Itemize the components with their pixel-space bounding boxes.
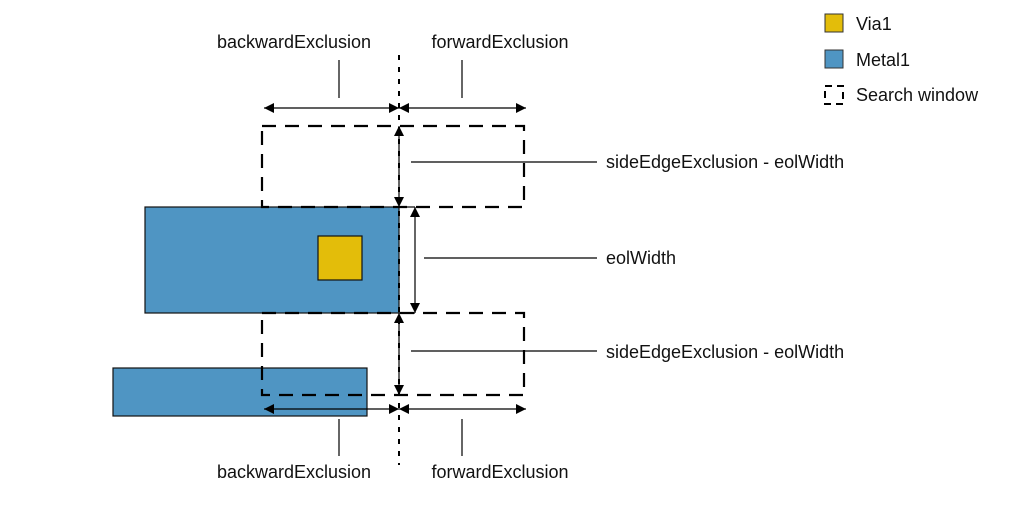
via1-shape [317, 235, 363, 281]
search-window-top [260, 124, 526, 209]
legend-search-window-label: Search window [856, 85, 979, 105]
legend: Via1 Metal1 Search window [824, 13, 979, 105]
side-edge-label-bottom: sideEdgeExclusion - eolWidth [606, 342, 844, 362]
search-window-bottom [260, 311, 526, 397]
legend-via1-swatch [824, 13, 844, 33]
eol-width-label: eolWidth [606, 248, 676, 268]
backward-exclusion-label-top: backwardExclusion [217, 32, 371, 52]
forward-exclusion-label-top: forwardExclusion [431, 32, 568, 52]
backward-exclusion-label-bottom: backwardExclusion [217, 462, 371, 482]
legend-metal1-swatch [824, 49, 844, 69]
forward-exclusion-label-bottom: forwardExclusion [431, 462, 568, 482]
legend-metal1-label: Metal1 [856, 50, 910, 70]
side-edge-label-top: sideEdgeExclusion - eolWidth [606, 152, 844, 172]
legend-search-window-swatch [824, 85, 844, 105]
legend-via1-label: Via1 [856, 14, 892, 34]
